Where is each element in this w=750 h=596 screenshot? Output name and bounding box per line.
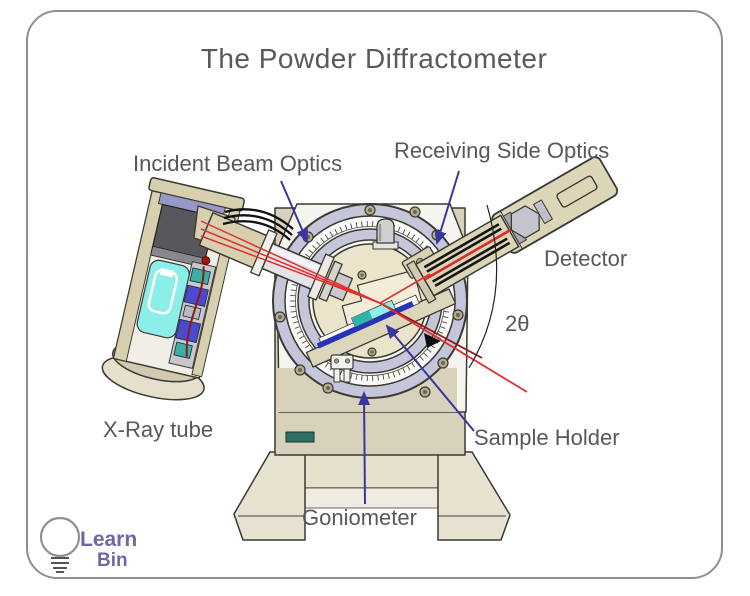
sample-holder-assembly <box>305 288 457 368</box>
right-leg <box>437 451 511 541</box>
xray-beam-lines <box>200 220 528 393</box>
label-xray-tube: X-Ray tube <box>103 417 213 442</box>
goniometer-arrow <box>358 391 371 505</box>
lightbulb-base <box>51 557 69 573</box>
sample-holder-blue-strip <box>316 301 414 349</box>
learnbin-logo: Learn Bin <box>39 516 137 573</box>
cabinet-display <box>285 431 315 443</box>
label-sample-holder: Sample Holder <box>474 425 620 450</box>
left-leg <box>233 451 306 541</box>
alignment-knob <box>372 218 399 250</box>
sample-holder-arrow <box>385 324 475 432</box>
dark-beam-line <box>379 302 483 359</box>
part-labels: Incident Beam Optics Receiving Side Opti… <box>103 138 627 530</box>
diffractometer-machine <box>101 156 619 541</box>
stage-clamp <box>330 354 354 383</box>
scale-index-marker <box>424 333 441 348</box>
logo-word-learn: Learn <box>80 528 137 551</box>
diffracted-beam-in-slits <box>423 227 514 281</box>
receiving-side-optics-arrow <box>434 170 460 245</box>
incident-beam-optics-arrow <box>280 180 308 243</box>
label-receiving-side-optics: Receiving Side Optics <box>394 138 609 163</box>
two-theta-arc <box>468 204 498 369</box>
annotation-arrows <box>280 170 475 505</box>
label-detector: Detector <box>544 246 627 271</box>
diffracted-beam-line <box>379 273 431 304</box>
direct-beam-line <box>379 302 528 393</box>
figure-frame <box>26 10 723 579</box>
receiving-side-optics-illustration <box>406 156 619 304</box>
label-two-theta: 2θ <box>505 311 529 336</box>
label-goniometer: Goniometer <box>302 505 417 530</box>
page-title: The Powder Diffractometer <box>201 43 548 74</box>
lightbulb-icon <box>39 516 81 558</box>
label-incident-beam-optics: Incident Beam Optics <box>133 151 342 176</box>
logo-word-bin: Bin <box>97 550 128 571</box>
soller-slit-curves <box>222 208 294 241</box>
